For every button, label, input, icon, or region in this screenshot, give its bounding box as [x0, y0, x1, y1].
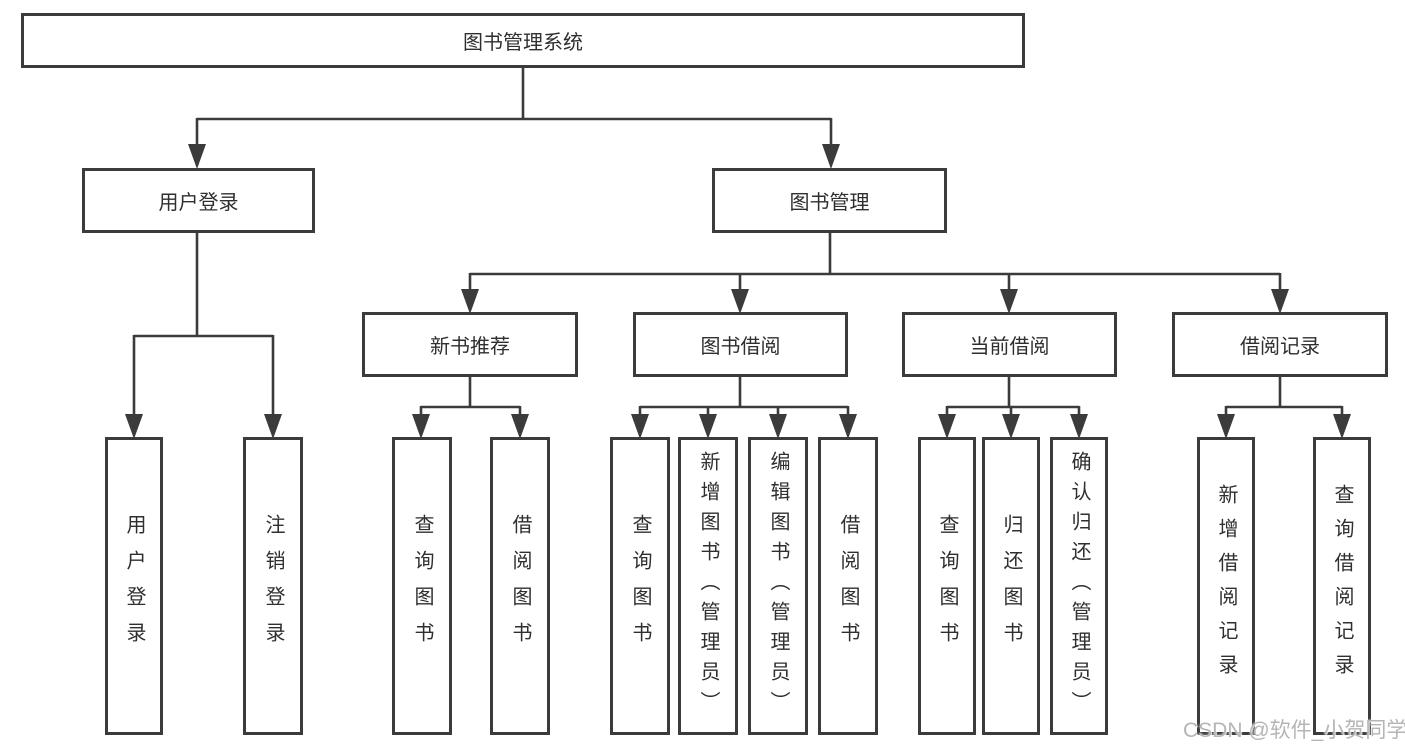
node-label: 图书管理	[789, 192, 870, 214]
node-label: 当前借阅	[969, 336, 1050, 358]
node-label: 确认归还（管理员）	[1068, 451, 1090, 721]
leaf-return-books: 归还图书	[982, 437, 1040, 735]
node-label: 用户登录	[123, 514, 145, 658]
node-current-borrowing: 当前借阅	[902, 312, 1117, 377]
connector-userlogin-to-leaves	[125, 231, 282, 439]
connector-recommend-to-leaves	[412, 375, 529, 439]
connector-current-to-leaves	[938, 375, 1088, 439]
node-label: 图书借阅	[700, 336, 781, 358]
node-label: 图书管理系统	[463, 32, 583, 54]
connector-borrow-to-leaves	[631, 375, 857, 439]
node-new-book-recommend: 新书推荐	[362, 312, 578, 377]
node-book-management: 图书管理	[712, 168, 947, 233]
node-book-borrowing: 图书借阅	[633, 312, 848, 377]
node-label: 查询图书	[936, 514, 958, 658]
node-borrowing-records: 借阅记录	[1172, 312, 1388, 377]
connector-root-to-level2	[188, 66, 840, 169]
leaf-add-books-admin: 新增图书（管理员）	[678, 437, 738, 735]
node-label: 编辑图书（管理员）	[767, 451, 789, 721]
leaf-confirm-return-admin: 确认归还（管理员）	[1050, 437, 1108, 735]
leaf-borrow-books-borrowing: 借阅图书	[818, 437, 878, 735]
node-label: 查询图书	[629, 514, 651, 658]
node-label: 借阅记录	[1240, 336, 1320, 358]
node-library-management-system: 图书管理系统	[21, 13, 1025, 68]
node-label: 查询借阅记录	[1331, 484, 1353, 688]
connector-records-to-leaves	[1217, 375, 1351, 439]
node-label: 注销登录	[262, 514, 284, 658]
leaf-query-books-borrowing: 查询图书	[610, 437, 670, 735]
node-label: 查询图书	[411, 514, 433, 658]
leaf-edit-books-admin: 编辑图书（管理员）	[748, 437, 808, 735]
node-label: 新增借阅记录	[1215, 484, 1237, 688]
node-label: 新增图书（管理员）	[697, 451, 719, 721]
leaf-query-books-current: 查询图书	[918, 437, 976, 735]
node-label: 借阅图书	[509, 514, 531, 658]
connector-bookmgmt-to-level3	[461, 231, 1289, 314]
node-label: 新书推荐	[430, 336, 510, 358]
leaf-borrow-books-recommend: 借阅图书	[490, 437, 550, 735]
leaf-query-borrow-record: 查询借阅记录	[1313, 437, 1371, 735]
leaf-logout: 注销登录	[243, 437, 303, 735]
node-label: 借阅图书	[837, 514, 859, 658]
node-label: 归还图书	[1000, 514, 1022, 658]
node-user-login: 用户登录	[82, 168, 315, 233]
node-label: 用户登录	[158, 192, 239, 214]
leaf-add-borrow-record: 新增借阅记录	[1197, 437, 1255, 735]
csdn-watermark: CSDN @软件_小贺同学	[1183, 719, 1405, 742]
leaf-user-login: 用户登录	[105, 437, 163, 735]
leaf-query-books-recommend: 查询图书	[392, 437, 452, 735]
